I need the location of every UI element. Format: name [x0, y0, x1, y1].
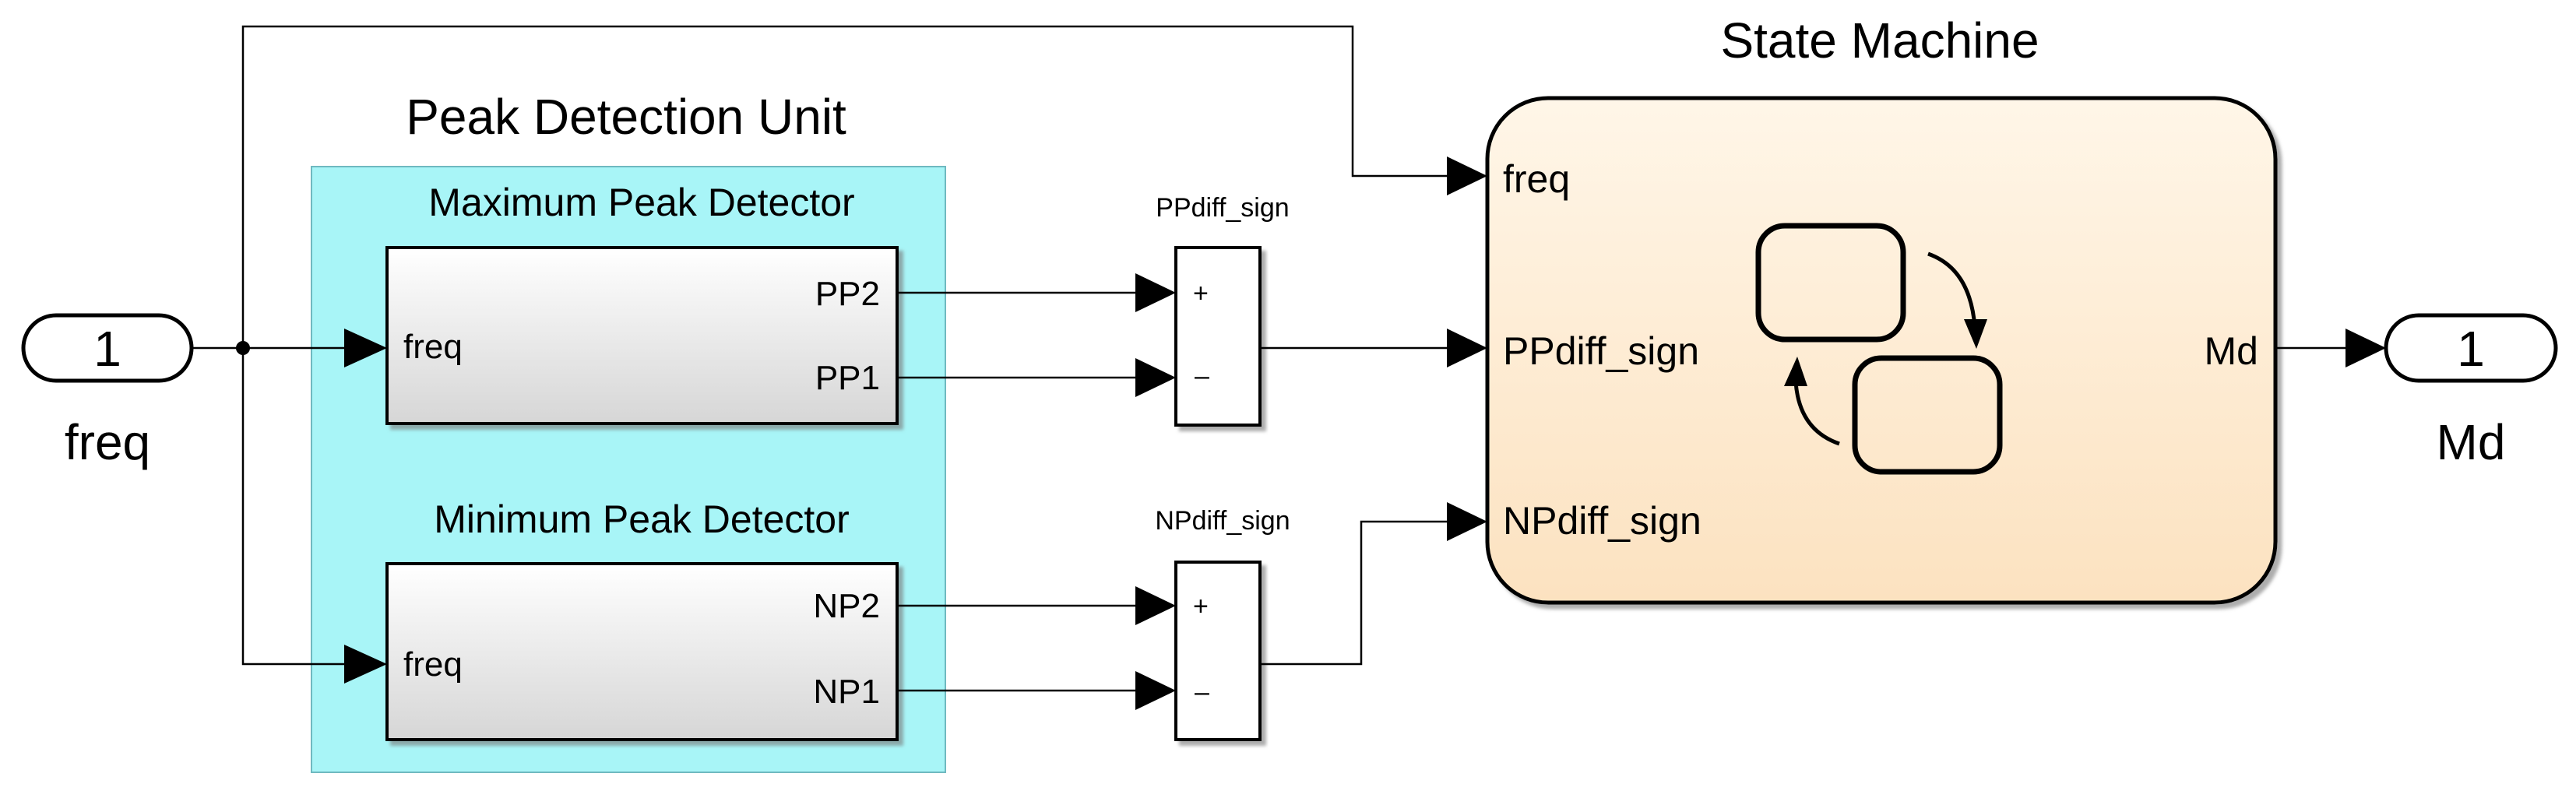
inport-name: freq — [65, 414, 150, 470]
state-machine-out-md: Md — [2205, 329, 2258, 373]
sum-pp-minus: – — [1195, 361, 1209, 391]
min-detector-out-np2: NP2 — [813, 587, 880, 625]
sum-pp-block[interactable] — [1174, 246, 1262, 427]
max-detector-title: Maximum Peak Detector — [428, 181, 854, 224]
signal-lines — [192, 25, 2352, 692]
sum-np-label: NPdiff_sign — [1155, 506, 1290, 536]
min-detector-in-port: freq — [403, 645, 463, 684]
state-machine-in-np: NPdiff_sign — [1503, 499, 1701, 543]
max-peak-detector-block[interactable] — [385, 246, 899, 425]
max-detector-in-port: freq — [403, 328, 463, 366]
min-peak-detector-block[interactable] — [385, 562, 899, 741]
inport-number: 1 — [93, 321, 121, 377]
stateflow-chart-icon — [1755, 223, 2003, 475]
sum-pp-label: PPdiff_sign — [1156, 193, 1289, 223]
state-machine-title: State Machine — [1720, 12, 2039, 69]
outport-number: 1 — [2457, 321, 2485, 377]
sum-pp-plus: + — [1193, 279, 1209, 308]
state-machine-in-freq: freq — [1503, 157, 1570, 201]
state-machine-block[interactable] — [1485, 96, 2278, 605]
signal-arrowheads — [344, 156, 2386, 710]
max-detector-out-pp2: PP2 — [815, 275, 880, 313]
sum-np-plus: + — [1193, 592, 1209, 621]
sum-np-block[interactable] — [1174, 561, 1262, 741]
peak-unit-title: Peak Detection Unit — [406, 89, 846, 145]
max-detector-out-pp1: PP1 — [815, 359, 880, 397]
min-detector-title: Minimum Peak Detector — [434, 497, 850, 541]
min-detector-out-np1: NP1 — [813, 673, 880, 711]
state-machine-in-pp: PPdiff_sign — [1503, 329, 1699, 373]
outport-name: Md — [2437, 414, 2506, 470]
sum-np-minus: – — [1195, 677, 1209, 707]
